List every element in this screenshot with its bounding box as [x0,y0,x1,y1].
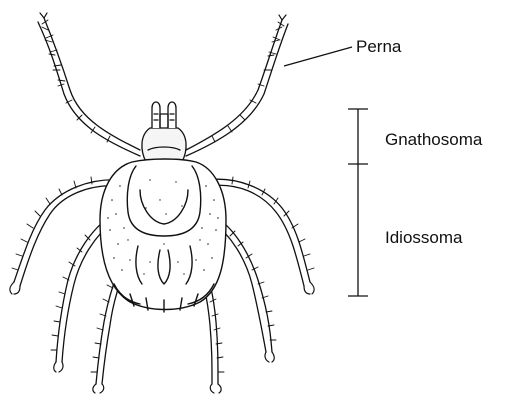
scutum [127,166,200,236]
gnathosoma-part [142,102,186,162]
idiosoma-label: Idiossoma [385,229,462,246]
gnathosoma-label: Gnathosoma [385,131,482,148]
leg-leader-line [284,47,352,66]
tick-illustration [10,13,314,393]
body-region-bracket [348,109,368,296]
idiosoma-part [100,159,226,312]
leg-label: Perna [356,38,401,55]
